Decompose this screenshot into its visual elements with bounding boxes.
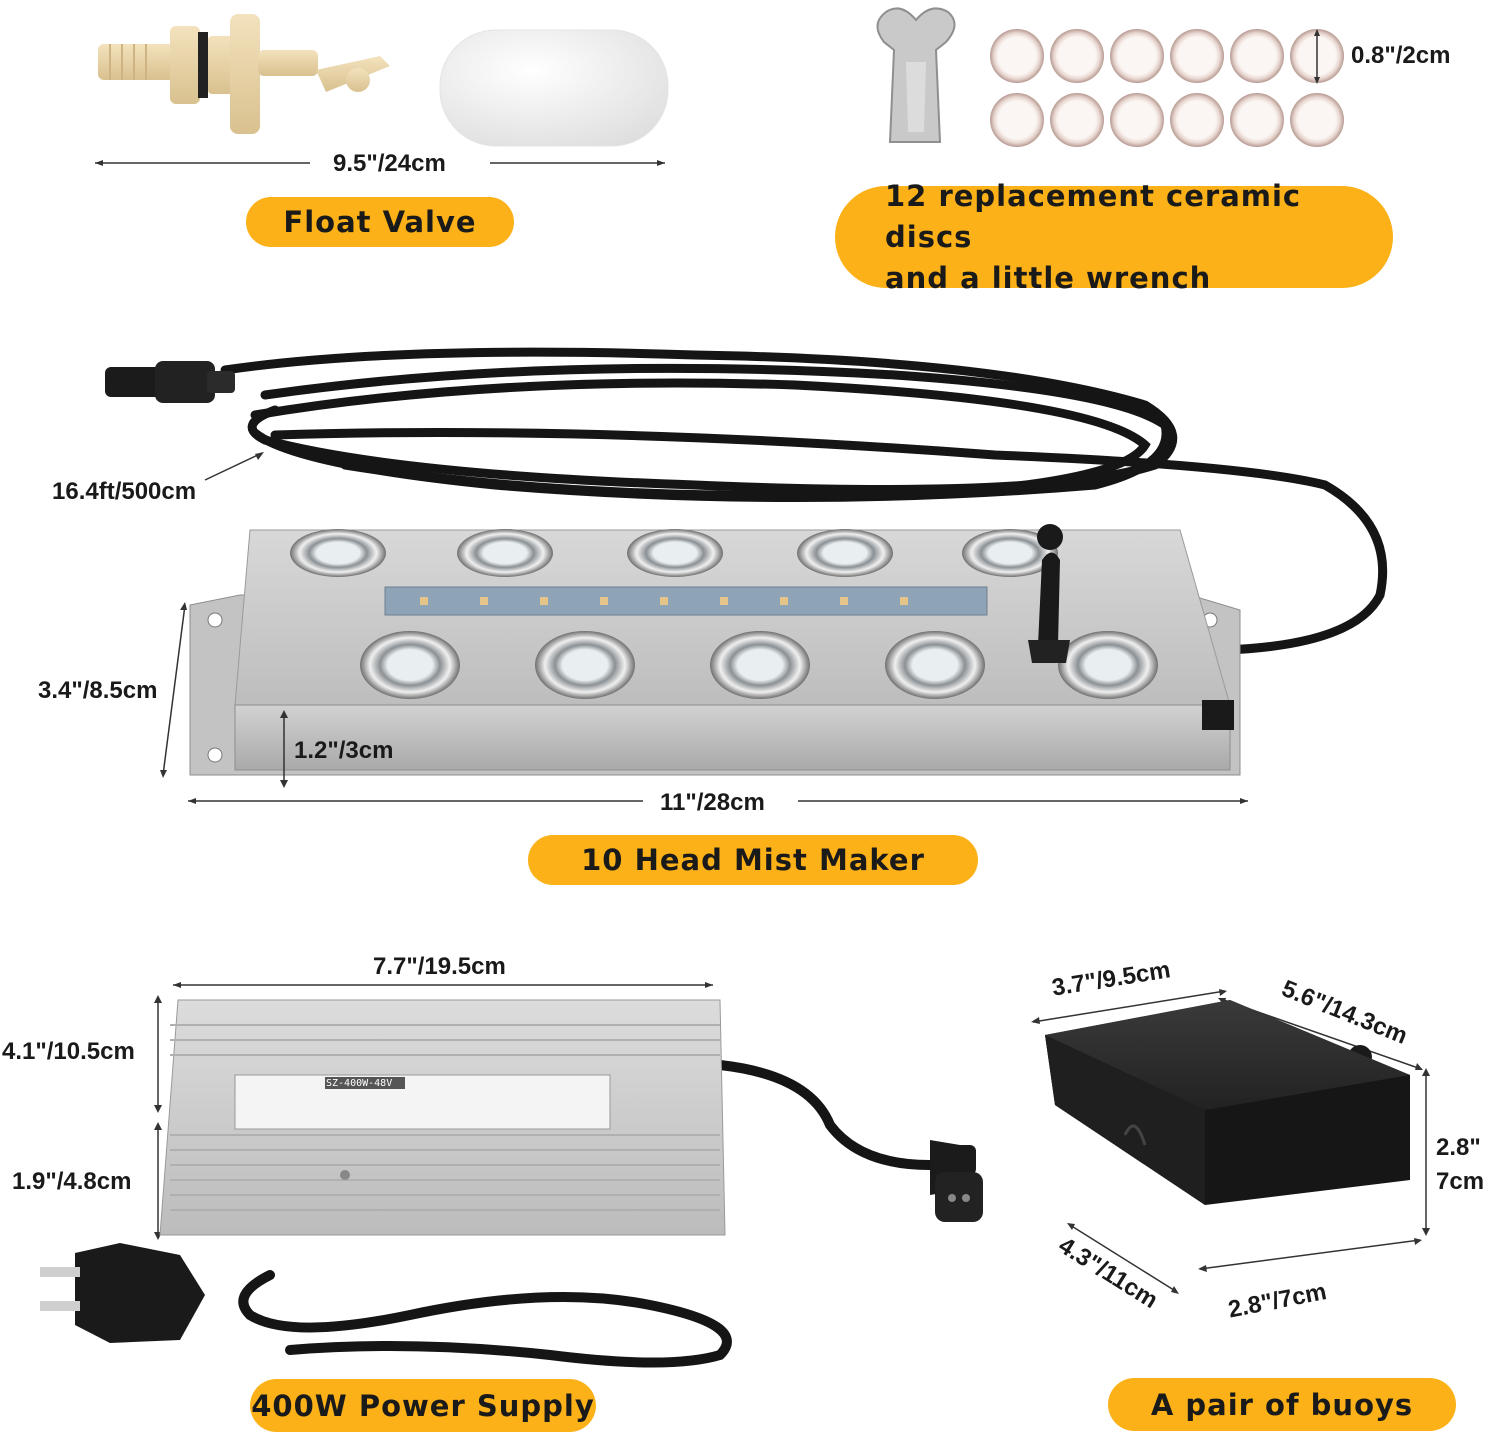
buoy-top-width-line [1031, 989, 1227, 1024]
power-supply-height: 1.9"/4.8cm [12, 1168, 132, 1195]
power-supply-width: 7.7"/19.5cm [373, 953, 506, 980]
buoy-height: 2.8" 7cm [1436, 1131, 1484, 1199]
mist-maker-length: 11"/28cm [660, 789, 765, 816]
float-valve-length: 9.5"/24cm [333, 150, 446, 177]
power-supply-image [40, 999, 960, 1368]
mist-maker-label-text: 10 Head Mist Maker [581, 843, 925, 877]
power-supply-width-line [173, 982, 713, 988]
buoys-label-text: A pair of buoys [1150, 1387, 1414, 1422]
ceramic-discs-image [990, 29, 1344, 147]
buoy-bottom-length-line [1067, 1223, 1179, 1294]
discs-label: 12 replacement ceramic discs and a littl… [835, 179, 1393, 295]
buoy-image [1045, 1000, 1410, 1205]
float-valve-dimension-line [95, 160, 665, 166]
mist-maker-label: 10 Head Mist Maker [528, 835, 978, 885]
power-supply-model-label: SZ-400W-48V [326, 1078, 393, 1089]
buoy-height-line [1422, 1068, 1430, 1236]
power-supply-depth-line [154, 995, 162, 1113]
buoy-bottom-width: 2.8"/7cm [1226, 1278, 1329, 1324]
mist-maker-depth: 3.4"/8.5cm [38, 677, 158, 704]
height-dimension-line [280, 710, 288, 788]
buoy-height-line2: 7cm [1436, 1168, 1485, 1195]
cable-length-pointer [204, 452, 264, 481]
disc-row-top [990, 29, 1344, 83]
power-supply-label-text: 400W Power Supply [251, 1388, 595, 1423]
mist-maker-cable-image [105, 347, 1388, 655]
depth-dimension-line [160, 602, 187, 778]
power-supply-label: 400W Power Supply [250, 1379, 596, 1432]
cable-length: 16.4ft/500cm [52, 478, 197, 505]
mist-heads [290, 529, 1158, 699]
disc-row-bottom [990, 93, 1344, 147]
disc-diameter: 0.8"/2cm [1351, 42, 1451, 69]
mist-maker-body-image [189, 524, 1241, 776]
float-valve-label: Float Valve [246, 197, 514, 247]
wrench-image [876, 7, 956, 143]
discs-label-line2: and a little wrench [885, 260, 1212, 295]
buoy-bottom-width-line [1198, 1238, 1422, 1272]
discs-label-text: 12 replacement ceramic discs and a littl… [835, 176, 1393, 299]
buoy-height-line1: 2.8" [1436, 1134, 1481, 1161]
dc-connector-image [935, 1145, 983, 1222]
power-supply-depth: 4.1"/10.5cm [2, 1038, 135, 1065]
float-valve-label-text: Float Valve [283, 205, 477, 239]
mist-maker-height: 1.2"/3cm [294, 737, 394, 764]
discs-label-line1: 12 replacement ceramic discs [885, 178, 1302, 254]
float-valve-image [98, 14, 669, 147]
length-dimension-line [188, 798, 1248, 804]
buoys-label: A pair of buoys [1108, 1378, 1456, 1431]
